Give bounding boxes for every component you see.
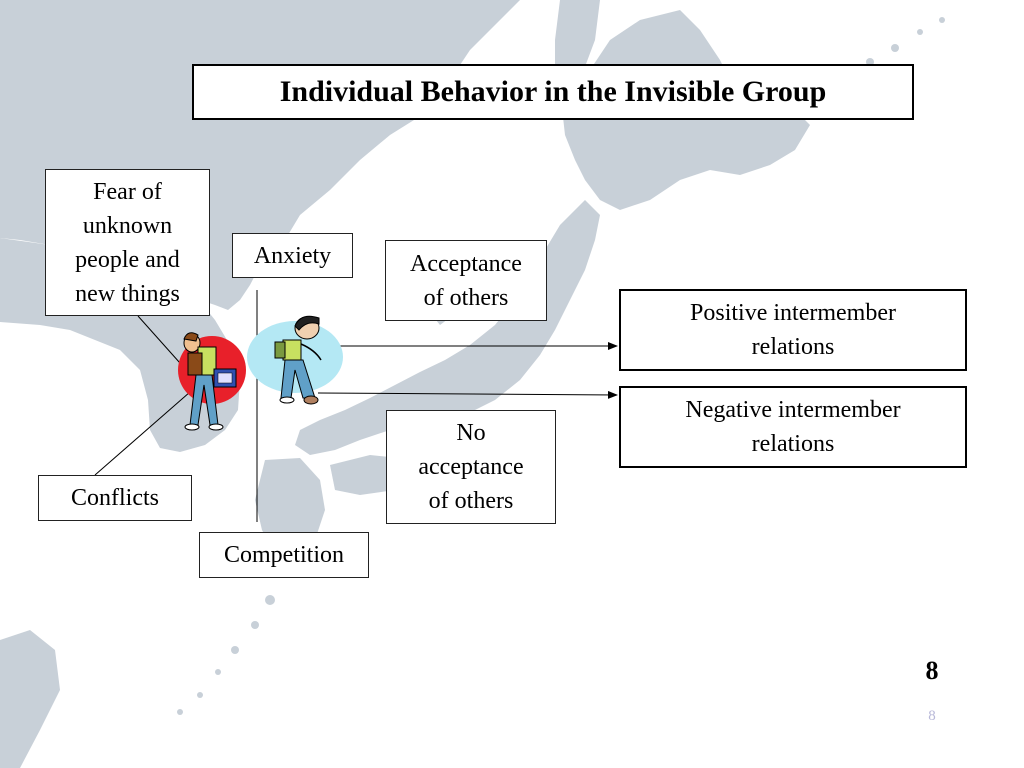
acceptance-line-2: of others bbox=[423, 284, 509, 311]
conflicts-connector-line bbox=[94, 391, 191, 476]
slide-title-box: Individual Behavior in the Invisible Gro… bbox=[192, 64, 914, 120]
walking-student-icon bbox=[247, 315, 343, 405]
negative-line-1: Negative intermember bbox=[685, 397, 901, 423]
positive-relations-box: Positive intermember relations bbox=[619, 289, 967, 371]
fear-line-4: new things bbox=[75, 280, 180, 307]
fear-line-3: people and bbox=[75, 246, 180, 273]
fear-line-1: Fear of bbox=[93, 178, 162, 205]
negative-line-2: relations bbox=[751, 431, 835, 457]
arrow-to-negative bbox=[317, 390, 618, 399]
no-acceptance-line-1: No bbox=[456, 420, 486, 446]
positive-line-2: relations bbox=[751, 334, 835, 360]
no-acceptance-line-2: acceptance bbox=[418, 454, 524, 480]
negative-relations-box: Negative intermember relations bbox=[619, 386, 967, 468]
competition-box: Competition bbox=[199, 532, 369, 578]
fear-box: Fear of unknown people and new things bbox=[45, 169, 210, 316]
standing-student-icon bbox=[178, 332, 246, 431]
page-number-small: 8 bbox=[928, 708, 936, 724]
conflicts-box: Conflicts bbox=[38, 475, 192, 521]
competition-label: Competition bbox=[224, 542, 344, 568]
acceptance-line-1: Acceptance bbox=[410, 250, 522, 277]
page-number: 8 bbox=[925, 656, 939, 685]
positive-line-1: Positive intermember bbox=[690, 300, 896, 326]
conflicts-label: Conflicts bbox=[71, 485, 159, 511]
no-acceptance-line-3: of others bbox=[428, 488, 514, 514]
slide-title: Individual Behavior in the Invisible Gro… bbox=[279, 75, 827, 108]
anxiety-label: Anxiety bbox=[253, 242, 332, 269]
no-acceptance-box: No acceptance of others bbox=[386, 410, 556, 524]
acceptance-box: Acceptance of others bbox=[385, 240, 547, 321]
anxiety-box: Anxiety bbox=[232, 233, 353, 278]
fear-line-2: unknown bbox=[82, 212, 173, 239]
